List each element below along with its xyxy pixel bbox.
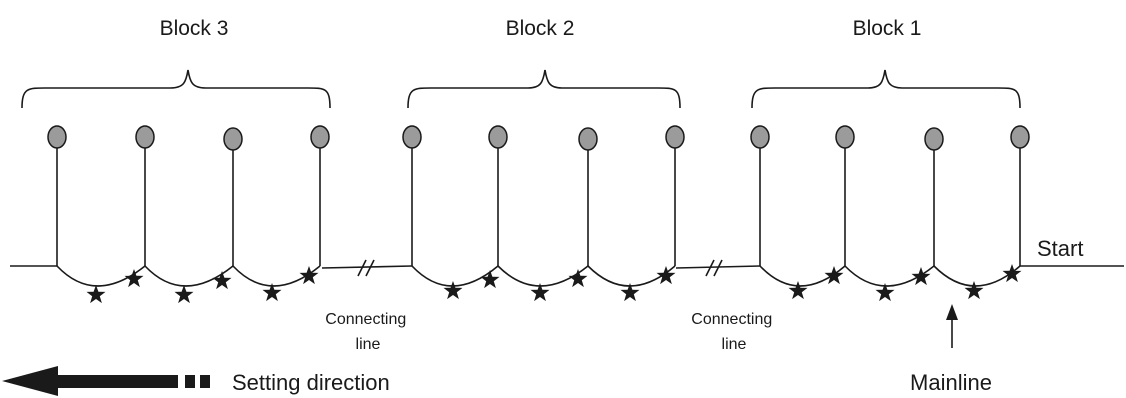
block-1-lines — [759, 146, 1021, 287]
break-mark — [365, 259, 375, 277]
setting-direction-label: Setting direction — [232, 370, 390, 395]
arrow-shaft — [56, 375, 178, 388]
hook-star-icon — [568, 269, 588, 288]
block-1-brace — [751, 69, 1021, 109]
hook-star-icon — [299, 266, 319, 285]
block-3-brace — [21, 69, 331, 109]
hook-star-icon — [788, 281, 808, 300]
arrow-dash — [200, 375, 210, 388]
float-icon — [310, 125, 330, 149]
mainline-pointer-arrowhead — [946, 304, 958, 320]
hook-star-icon — [1002, 264, 1022, 283]
mainline-arc — [933, 265, 1021, 287]
float-icon — [578, 127, 598, 151]
start-label: Start — [1037, 236, 1083, 261]
arrowhead — [2, 366, 58, 396]
mainline-label: Mainline — [910, 370, 992, 395]
hook-star-icon — [262, 283, 282, 302]
break-mark — [713, 259, 723, 277]
hook-star-icon — [480, 270, 500, 289]
connecting-line-label-right-line1: Connecting — [691, 311, 772, 328]
hook-star-icon — [530, 283, 550, 302]
float-icon — [223, 127, 243, 151]
block-3-lines — [56, 146, 321, 287]
block-2-label: Block 2 — [506, 17, 575, 40]
connecting-line-left — [321, 265, 413, 269]
float-icon — [402, 125, 422, 149]
hook-star-icon — [212, 271, 232, 290]
connecting-line-label-left: Connecting line — [325, 311, 410, 353]
hook-star-icon — [824, 266, 844, 285]
connecting-line-label-left-line1: Connecting — [325, 311, 406, 328]
hook-star-icon — [86, 285, 106, 304]
setting-direction-arrow-icon — [2, 366, 210, 396]
hook-star-icon — [964, 281, 984, 300]
connecting-line-label-right-line2: line — [722, 336, 747, 353]
break-mark — [357, 259, 367, 277]
float-icon — [488, 125, 508, 149]
float-icon — [135, 125, 155, 149]
hook-star-icon — [875, 283, 895, 302]
block-2-lines — [411, 146, 676, 287]
block-1-label: Block 1 — [853, 17, 922, 40]
float-icon — [924, 127, 944, 151]
hook-star-icon — [911, 267, 931, 286]
mainline-arc — [411, 265, 499, 287]
hook-star-icon — [620, 283, 640, 302]
break-mark — [705, 259, 715, 277]
connecting-line-label-right: Connecting line — [691, 311, 776, 353]
float-icon — [835, 125, 855, 149]
arrow-dash — [185, 375, 195, 388]
hook-star-icon — [443, 281, 463, 300]
hooks — [86, 264, 1022, 304]
block-2-brace — [407, 69, 681, 109]
connecting-line-label-left-line2: line — [356, 336, 381, 353]
hook-star-icon — [656, 266, 676, 285]
floats — [47, 125, 1030, 151]
hook-star-icon — [174, 285, 194, 304]
float-icon — [47, 125, 67, 149]
block-3-label: Block 3 — [160, 17, 229, 40]
float-icon — [750, 125, 770, 149]
float-icon — [665, 125, 685, 149]
mainline-arc — [844, 265, 935, 287]
hook-star-icon — [124, 269, 144, 288]
float-icon — [1010, 125, 1030, 149]
